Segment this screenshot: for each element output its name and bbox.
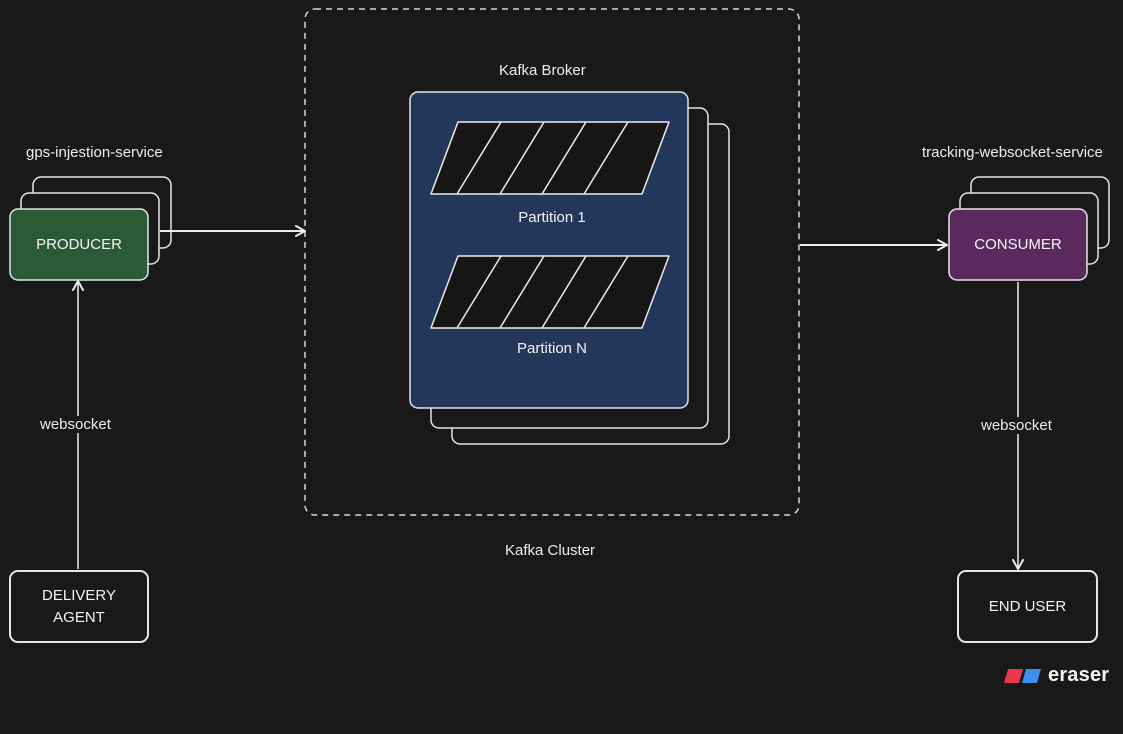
partition-1-queue-icon [430, 121, 670, 195]
partition-n-label: Partition N [516, 340, 588, 357]
kafka-cluster-boundary [304, 8, 800, 516]
end-user-label: END USER [988, 597, 1067, 615]
delivery-agent-label-line2: AGENT [53, 608, 105, 626]
partition-n-queue-icon [430, 255, 670, 329]
consumer-label: CONSUMER [974, 235, 1062, 253]
kafka-broker-label: Kafka Broker [499, 62, 586, 79]
delivery-agent-label: DELIVERY AGENT [10, 571, 148, 642]
delivery-agent-node[interactable] [9, 570, 149, 643]
agent-edge-label: websocket [34, 416, 117, 433]
kafka-cluster-label: Kafka Cluster [505, 542, 596, 559]
partition-1-label: Partition 1 [518, 209, 586, 226]
eraser-brand-icon [1004, 668, 1041, 683]
consumer-service-label: tracking-websocket-service [922, 144, 1103, 161]
end-user-node[interactable] [957, 570, 1098, 643]
producer-node[interactable] [9, 176, 172, 281]
producer-service-label: gps-injestion-service [26, 144, 163, 161]
delivery-agent-label-line1: DELIVERY [42, 586, 116, 604]
consumer-node[interactable] [948, 176, 1110, 281]
end-user-edge-label: websocket [975, 417, 1058, 434]
producer-label: PRODUCER [36, 235, 122, 253]
eraser-brand-name: eraser [1048, 664, 1110, 686]
eraser-logo: eraser [1003, 664, 1109, 687]
